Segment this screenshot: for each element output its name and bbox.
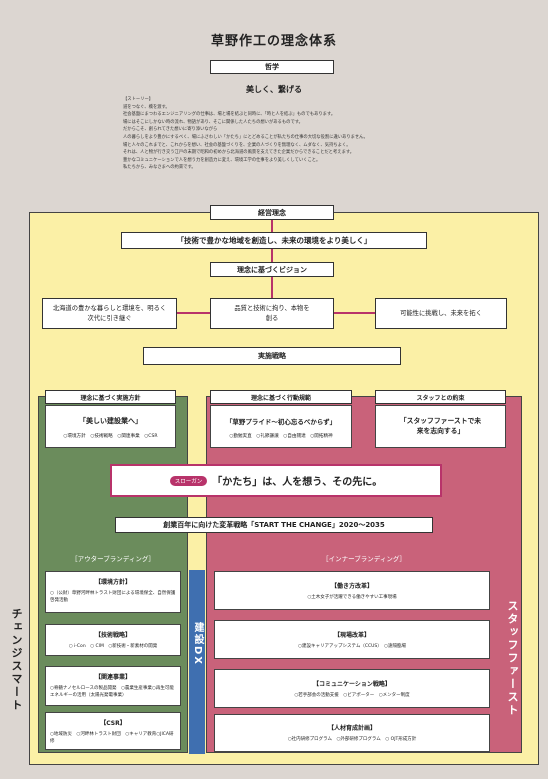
story-line: 社会基盤にまつわるエンジニアリングの仕事は、場と場を結ぶと同時に、「時と人を結ぶ… [123, 112, 336, 118]
policy-quote: 「美しい建設業へ」 [79, 417, 142, 425]
vision-label: 理念に基づくビジョン [210, 262, 334, 277]
card-title: 【働き方改革】 [330, 583, 373, 590]
card-body: ○地域防災 ○河畔林トラスト財団 ○キャリア教育○JICA研修 [50, 732, 174, 744]
story-line: だからこそ、創られてきた想いに寄り添いながら [123, 127, 218, 133]
card-body: ○ i-Con ○ CIM ○新技術・新素材の開発 [68, 644, 158, 649]
card-title: 【技術戦略】 [94, 632, 131, 639]
card-body: ○（公財）草野河畔林トラスト財団による環境保全、自然保護啓発活動 [50, 591, 176, 603]
story-line: 豊かなコミュニケーションで人を想う力を創造力に変え、環境工学の仕事をより美しくし… [123, 157, 321, 163]
outer-card: 【CSR】 ○地域防災 ○河畔林トラスト財団 ○キャリア教育○JICA研修 [45, 712, 181, 750]
slogan-box: スローガン 「かたち」は、人を想う、その先に。 [110, 464, 442, 497]
story-line: 場にはそこにしかない時の流れ、物語があり、そこに関係した人たちの想いがあるもので… [123, 119, 303, 125]
page-title: 草野作工の理念体系 [210, 34, 337, 49]
slogan-tag: スローガン [169, 475, 208, 486]
philosophy-label: 哲学 [210, 60, 334, 74]
promise-quote: 「スタッフファーストで未来を志向する」 [399, 417, 482, 435]
inner-heading: ［インナーブランディング］ [322, 555, 406, 563]
left-side-label: チェンジスマート [10, 608, 23, 712]
card-body: ○脊髄ナノセルロースの製品開発 ○農業生産事業○再生可能エネルギーの活用（太陽光… [50, 686, 174, 698]
action-items: ○勤勉実直 ○礼節謙譲 ○自由闊達 ○開拓精神 [229, 434, 333, 439]
story-line: それは、人と物が行き交う江戸の末期で昭和の初めから北海道の風景を支えてきた企業だ… [123, 150, 355, 156]
card-title: 【人材育成計画】 [327, 725, 376, 732]
action-card: 「草野プライド～初心忘るべからず」 ○勤勉実直 ○礼節謙譲 ○自由闊達 ○開拓精… [210, 405, 352, 448]
card-body: ○建設キャリアアップシステム（CCUS） ○遠隔臨場 [298, 644, 406, 649]
promise-card: 「スタッフファーストで未来を志向する」 [375, 405, 506, 448]
slogan-text: 「かたち」は、人を想う、その先に。 [212, 477, 383, 488]
card-title: 【環境方針】 [94, 579, 131, 586]
outer-card: 【関連事業】 ○脊髄ナノセルロースの製品開発 ○農業生産事業○再生可能エネルギー… [45, 666, 181, 706]
card-title: 【コミュニケーション戦略】 [313, 681, 391, 688]
card-body: ○土木女子が活躍できる働きやすい工事現場 [307, 595, 397, 600]
story-text: 【ストーリー】 道をつなぐ、橋を渡す。 社会基盤にまつわるエンジニアリングの仕事… [123, 96, 443, 172]
card-body: ○社内研修プログラム ○外部研修プログラム ○ OJT形成方針 [287, 737, 417, 742]
strategy-label: 実施戦略 [143, 347, 401, 365]
story-line: 道をつなぐ、橋を渡す。 [123, 104, 170, 110]
policy-items: ○環境方針 ○技術戦略 ○関連事業 ○CSR [63, 434, 158, 439]
card-title: 【現場改革】 [333, 632, 370, 639]
vision-box: 品質と技術に拘り、本物を創る [210, 298, 334, 329]
dx-band [189, 570, 205, 754]
change-strategy: 創業百年に向けた変革戦略「START THE CHANGE」2020～2035 [115, 517, 433, 533]
action-label: 理念に基づく行動規範 [210, 390, 352, 404]
card-body: ○若手部会の活動支援 ○ビアポーター ○メンター制度 [294, 693, 410, 698]
vision-box: 可能性に挑戦し、未来を拓く [375, 298, 507, 329]
philosophy-phrase: 美しく、繋げる [246, 85, 302, 94]
management-statement: 「技術で豊かな地域を創造し、未来の環境をより美しく」 [121, 232, 427, 249]
right-side-label: スタッフファースト [506, 600, 519, 717]
story-line: 私たちから、みなさまへの約束です。 [123, 165, 196, 171]
story-heading: 【ストーリー】 [123, 97, 154, 102]
outer-card: 【環境方針】 ○（公財）草野河畔林トラスト財団による環境保全、自然保護啓発活動 [45, 571, 181, 613]
story-line: 場と人々のこれまでと、これからを想い、社会の基盤づくりを、企業の人づくりを無理な… [123, 142, 351, 148]
outer-heading: ［アウターブランディング］ [71, 555, 155, 563]
outer-card: 【技術戦略】 ○ i-Con ○ CIM ○新技術・新素材の開発 [45, 624, 181, 656]
inner-card: 【現場改革】 ○建設キャリアアップシステム（CCUS） ○遠隔臨場 [214, 620, 490, 659]
action-quote: 「草野プライド～初心忘るべからず」 [225, 418, 337, 426]
inner-card: 【コミュニケーション戦略】 ○若手部会の活動支援 ○ビアポーター ○メンター制度 [214, 669, 490, 708]
story-line: 人の暮らしをより豊かにするべく、場にふさわしい「かたち」にとどめることが私たちの… [123, 134, 368, 140]
dx-label: 建設DX [192, 622, 203, 667]
inner-card: 【働き方改革】 ○土木女子が活躍できる働きやすい工事現場 [214, 571, 490, 610]
policy-label: 理念に基づく実施方針 [45, 390, 176, 404]
vision-box: 北海道の豊かな暮らしと環境を、明るく次代に引き継ぐ [42, 298, 177, 329]
card-title: 【CSR】 [100, 720, 126, 727]
management-label: 経営理念 [210, 205, 334, 220]
card-title: 【関連事業】 [94, 674, 131, 681]
inner-card: 【人材育成計画】 ○社内研修プログラム ○外部研修プログラム ○ OJT形成方針 [214, 714, 490, 752]
policy-card: 「美しい建設業へ」 ○環境方針 ○技術戦略 ○関連事業 ○CSR [45, 405, 176, 448]
promise-label: スタッフとの約束 [375, 390, 506, 404]
